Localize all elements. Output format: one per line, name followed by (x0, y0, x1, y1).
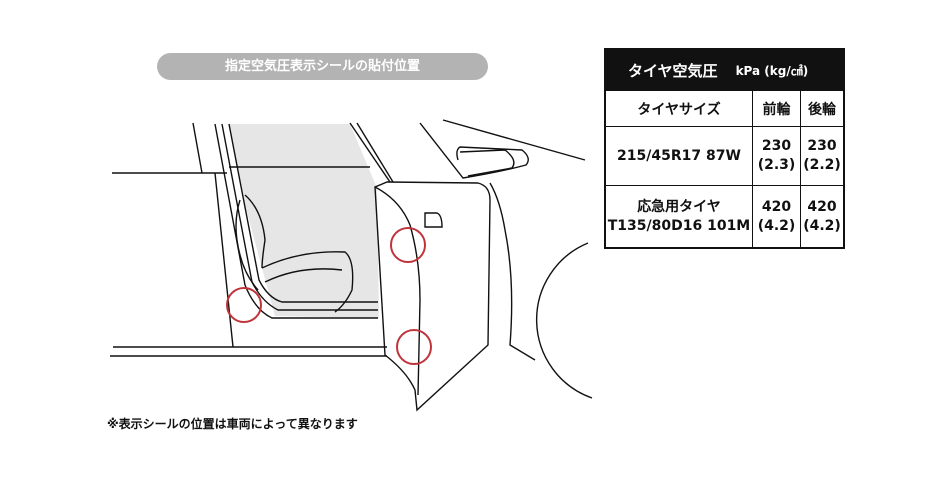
footnote: ※表示シールの位置は車両によって異なります (107, 417, 358, 431)
fender-line (489, 182, 536, 361)
table-row: 215/45R17 87W 230 (2.3) 230 (2.2) (606, 126, 843, 185)
table-title: タイヤ空気圧 (628, 61, 718, 80)
tire-size: 215/45R17 87W (606, 127, 753, 185)
table-row: 応急用タイヤ T135/80D16 101M 420 (4.2) 420 (4.… (606, 185, 843, 247)
rear-pressure: 230 (2.2) (803, 138, 841, 173)
front-pressure: 230 (2.3) (753, 127, 801, 185)
wheel-arch (535, 242, 593, 399)
open-door (374, 181, 491, 412)
header-rear: 後輪 (808, 101, 836, 118)
side-mirror (419, 122, 529, 179)
table-unit: kPa (kg/㎠) (735, 63, 809, 78)
tire-size: 応急用タイヤ T135/80D16 101M (606, 186, 753, 247)
pillar-line (192, 122, 203, 174)
door-opening-edge (349, 122, 391, 183)
door-frame-outer (214, 123, 378, 319)
header-front: 前輪 (753, 91, 801, 126)
label-position-marker (390, 227, 426, 263)
table-column-headers: タイヤサイズ 前輪 後輪 (606, 90, 843, 126)
door-handle (424, 212, 443, 228)
tire-pressure-table: タイヤ空気圧 kPa (kg/㎠) タイヤサイズ 前輪 後輪 215/45R17… (604, 48, 845, 249)
label-position-marker (226, 287, 262, 323)
seat-back (244, 194, 266, 269)
label-position-marker (396, 329, 432, 365)
table-header: タイヤ空気圧 kPa (kg/㎠) (606, 50, 843, 90)
seat-cushion (261, 251, 354, 313)
hood-line (442, 119, 586, 161)
seat-crease (264, 268, 343, 283)
header-size: タイヤサイズ (606, 91, 753, 126)
b-pillar (214, 172, 234, 348)
seat-back-edge (235, 199, 259, 291)
door-frame-inner (228, 123, 378, 303)
rear-pressure: 420 (4.2) (803, 198, 841, 234)
front-pressure: 420 (4.2) (753, 186, 801, 247)
door-inner-edge (374, 186, 421, 396)
label-location-title: 指定空気圧表示シールの貼付位置 (157, 53, 488, 80)
